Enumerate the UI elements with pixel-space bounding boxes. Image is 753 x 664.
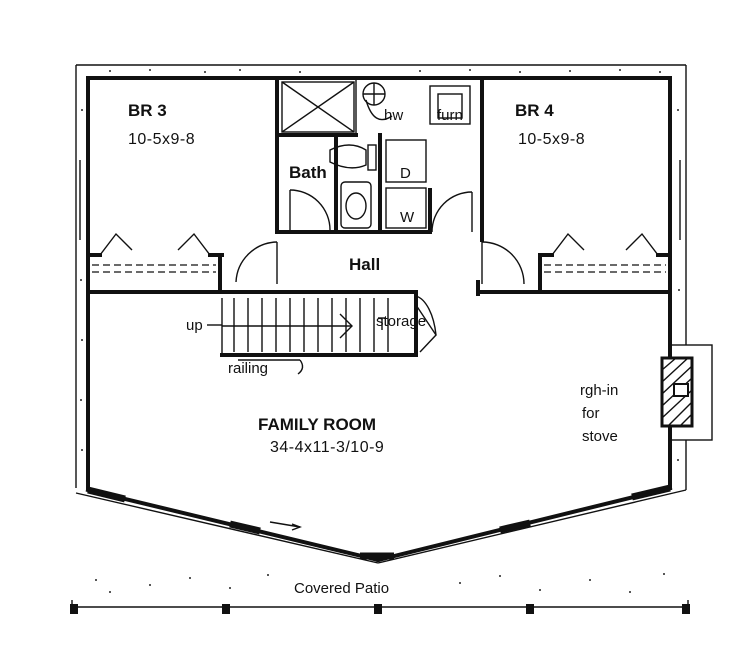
railing-label: railing: [228, 360, 268, 377]
dryer-label: D: [400, 165, 411, 182]
stove-label-line1: rgh-in: [580, 382, 618, 399]
hot-water-label: hw: [384, 107, 403, 124]
patio: [70, 573, 690, 614]
stove-label-line2: for: [582, 405, 600, 422]
br4-label: BR 4: [515, 101, 554, 120]
patio-label: Covered Patio: [294, 580, 389, 597]
wall-texture: [80, 69, 680, 461]
closets: [92, 232, 666, 273]
stairs: [220, 295, 437, 375]
stove-label-line3: stove: [582, 428, 618, 445]
bath-label: Bath: [289, 163, 327, 182]
br3-size: 10-5x9-8: [128, 131, 195, 148]
br3-label: BR 3: [128, 101, 167, 120]
interior-walls: [86, 76, 672, 357]
washer-label: W: [400, 209, 415, 226]
mechanical: [362, 82, 471, 125]
bath-fixtures: [281, 81, 377, 229]
front-windows: [87, 484, 671, 560]
furnace-label: furn: [437, 107, 463, 124]
storage-label: storage: [376, 313, 426, 330]
stairs-up-label: up: [186, 317, 203, 334]
br4-size: 10-5x9-8: [518, 131, 585, 148]
family-room-size: 34-4x11-3/10-9: [270, 439, 384, 456]
doors: [235, 189, 525, 285]
stove-chase: [660, 344, 713, 441]
hall-label: Hall: [349, 255, 380, 274]
laundry: [385, 139, 427, 229]
family-room-label: FAMILY ROOM: [258, 415, 376, 434]
